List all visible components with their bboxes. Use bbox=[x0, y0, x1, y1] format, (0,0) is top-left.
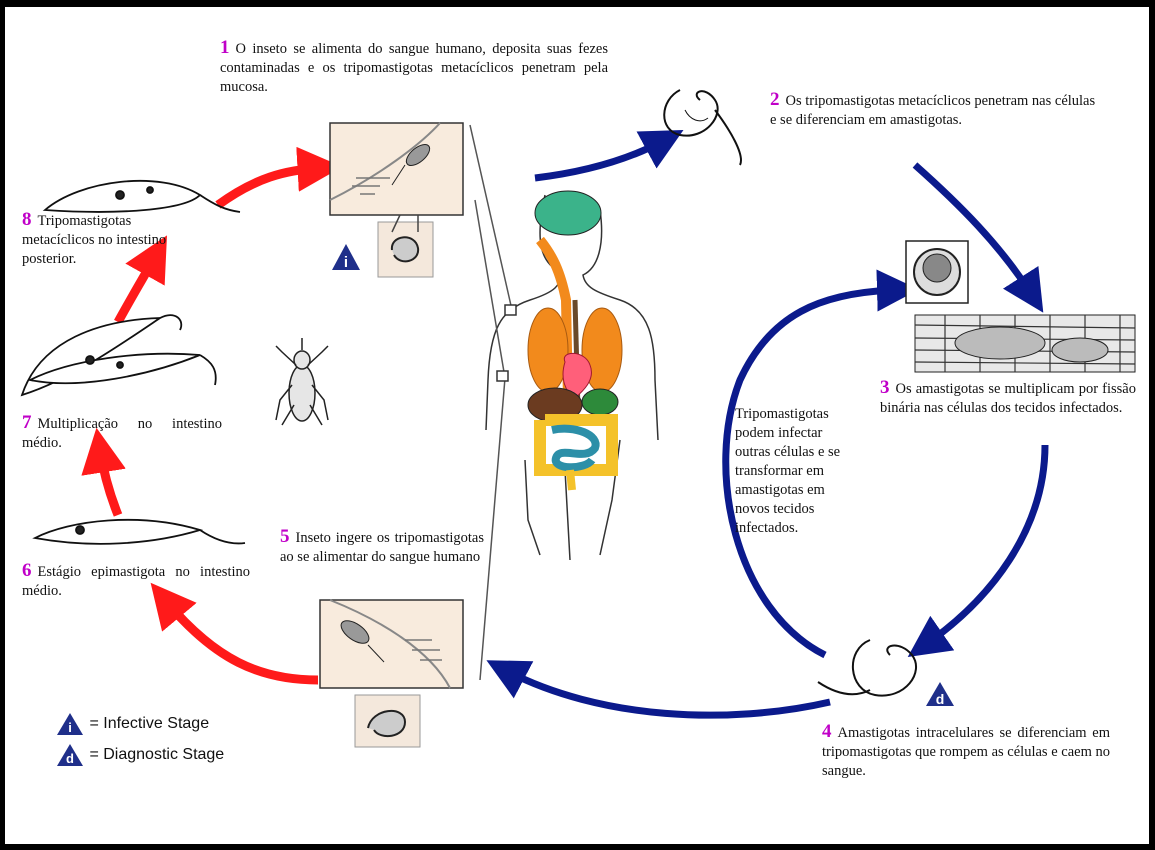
lung-left bbox=[528, 308, 568, 392]
legend-diagnostic: d = Diagnostic Stage bbox=[55, 743, 224, 767]
trypomastigote-4 bbox=[818, 640, 916, 696]
infective-stage-badge: i bbox=[332, 244, 360, 271]
step-2-number: 2 bbox=[770, 89, 780, 110]
step-8-number: 8 bbox=[22, 209, 32, 230]
arrow-8-to-1 bbox=[218, 168, 320, 205]
svg-text:i: i bbox=[344, 254, 348, 271]
rectum bbox=[570, 470, 572, 490]
brain bbox=[535, 191, 601, 235]
trypomastigote-8 bbox=[45, 181, 240, 212]
svg-text:d: d bbox=[66, 751, 74, 766]
side-note: Tripomastigotas podem infectar outras cé… bbox=[735, 405, 853, 538]
epimastigote-6 bbox=[35, 520, 245, 544]
bite-inset-5 bbox=[320, 600, 463, 747]
arrow-6-to-7 bbox=[100, 450, 118, 515]
arrow-4-to-5 bbox=[505, 670, 830, 715]
arrow-1-to-2 bbox=[535, 140, 665, 178]
small-intestine bbox=[552, 429, 596, 468]
muscle-tissue-3 bbox=[915, 315, 1135, 372]
step-3-number: 3 bbox=[880, 377, 890, 398]
triatomine-bug bbox=[276, 338, 328, 425]
diagnostic-legend-icon: d bbox=[55, 743, 85, 767]
amastigote-cell-3 bbox=[906, 241, 968, 303]
step-7-number: 7 bbox=[22, 412, 32, 433]
infective-legend-icon: i bbox=[55, 712, 85, 736]
svg-text:d: d bbox=[936, 691, 945, 707]
stomach bbox=[582, 389, 618, 415]
legend-infective: i = Infective Stage bbox=[55, 712, 209, 736]
svg-text:i: i bbox=[68, 720, 72, 735]
step-4-number: 4 bbox=[822, 721, 832, 742]
diagnostic-stage-badge: d bbox=[926, 682, 954, 707]
step-5-number: 5 bbox=[280, 526, 290, 547]
arrow-3-to-4 bbox=[925, 445, 1045, 645]
arrow-5-to-6 bbox=[165, 600, 318, 680]
epimastigotes-7 bbox=[22, 315, 216, 395]
trypomastigote-2 bbox=[664, 90, 741, 165]
step-1-number: 1 bbox=[220, 37, 230, 58]
step-6-number: 6 bbox=[22, 560, 32, 581]
